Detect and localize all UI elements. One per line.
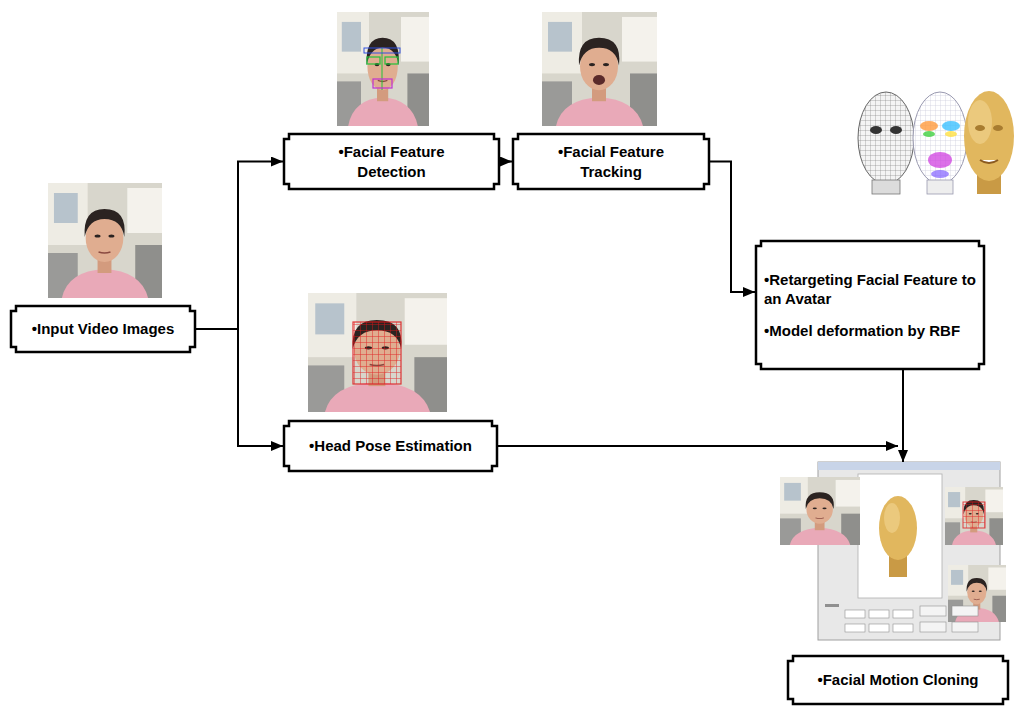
cloning-screenshot	[780, 462, 1006, 640]
flow-arrow	[710, 162, 755, 293]
region-patch	[931, 170, 949, 178]
process-box: •Head Pose Estimation	[283, 420, 498, 472]
control-button	[920, 606, 946, 616]
control-button	[920, 622, 946, 632]
process-box: •Facial Motion Cloning	[787, 655, 1009, 705]
neck	[927, 180, 953, 194]
box-border	[284, 134, 499, 189]
rendered-head	[879, 496, 917, 560]
process-box: •Retargeting Facial Feature to an Avatar…	[755, 240, 985, 370]
box-label: •Retargeting Facial Feature to an Avatar	[764, 270, 976, 309]
region-patch	[920, 121, 938, 131]
eye	[870, 126, 882, 134]
head-pose-photo	[308, 293, 447, 412]
input-photo	[48, 183, 162, 298]
center-line	[382, 48, 383, 90]
box-border	[284, 421, 497, 471]
detection-photo	[337, 12, 429, 126]
mouth	[980, 160, 998, 163]
box-label: •Model deformation by RBF	[764, 321, 976, 341]
flow-arrow	[500, 161, 512, 163]
control-field	[845, 624, 865, 632]
control-button	[952, 622, 978, 632]
control-field	[893, 610, 913, 618]
brow-marker	[364, 48, 400, 53]
eye	[975, 125, 985, 131]
eye	[993, 125, 1003, 131]
eye-marker	[367, 57, 380, 64]
box-label: •Head Pose Estimation	[291, 436, 491, 456]
box-label: •Input Video Images	[17, 319, 189, 339]
box-border	[513, 134, 709, 189]
flow-arrow	[196, 162, 283, 330]
region-patch	[942, 121, 960, 131]
eye	[890, 126, 902, 134]
region-patch	[923, 131, 935, 137]
control-button	[952, 606, 978, 616]
process-box: •Facial Feature Detection	[283, 133, 500, 190]
region-patch	[945, 131, 957, 137]
highlight	[884, 503, 900, 533]
control-field	[869, 610, 889, 618]
flow-arrow	[196, 329, 283, 446]
photo	[542, 12, 657, 126]
box-border	[11, 306, 195, 352]
flow-arrow	[498, 445, 898, 447]
box-outline	[283, 133, 500, 190]
render-view	[858, 474, 942, 598]
box-label: •Facial Feature Tracking	[536, 142, 686, 181]
box-border	[788, 656, 1008, 704]
video-thumbnail	[780, 477, 860, 545]
pose-mesh	[353, 322, 401, 384]
control-field	[869, 624, 889, 632]
region-head	[913, 92, 967, 184]
box-outline	[512, 133, 710, 190]
video-thumbnail	[948, 565, 1006, 622]
region-head-mesh	[913, 92, 967, 184]
rendered-head	[964, 91, 1014, 181]
tracking-photo	[542, 12, 657, 126]
control-label	[825, 604, 839, 607]
box-label: •Facial Motion Cloning	[796, 670, 1000, 690]
neck	[872, 180, 900, 194]
control-field	[893, 624, 913, 632]
box-label: •Facial Feature Detection	[317, 142, 467, 181]
mouth-marker	[373, 79, 392, 88]
box-border	[756, 241, 984, 369]
process-box: •Input Video Images	[10, 305, 196, 353]
eye-marker	[385, 57, 398, 64]
pose-mesh	[963, 502, 985, 528]
open-mouth	[593, 75, 605, 85]
wireframe-head	[858, 92, 914, 184]
wireframe-head-mesh	[858, 92, 914, 184]
title-bar	[818, 462, 1000, 470]
process-box: •Facial Feature Tracking	[512, 133, 710, 190]
video-thumbnail	[945, 487, 1003, 545]
highlight	[968, 100, 992, 144]
flow-arrow	[902, 370, 904, 462]
control-field	[845, 610, 865, 618]
region-patch	[928, 152, 952, 168]
photo	[337, 12, 429, 126]
avatar-heads	[858, 91, 1014, 194]
photo	[308, 293, 447, 412]
